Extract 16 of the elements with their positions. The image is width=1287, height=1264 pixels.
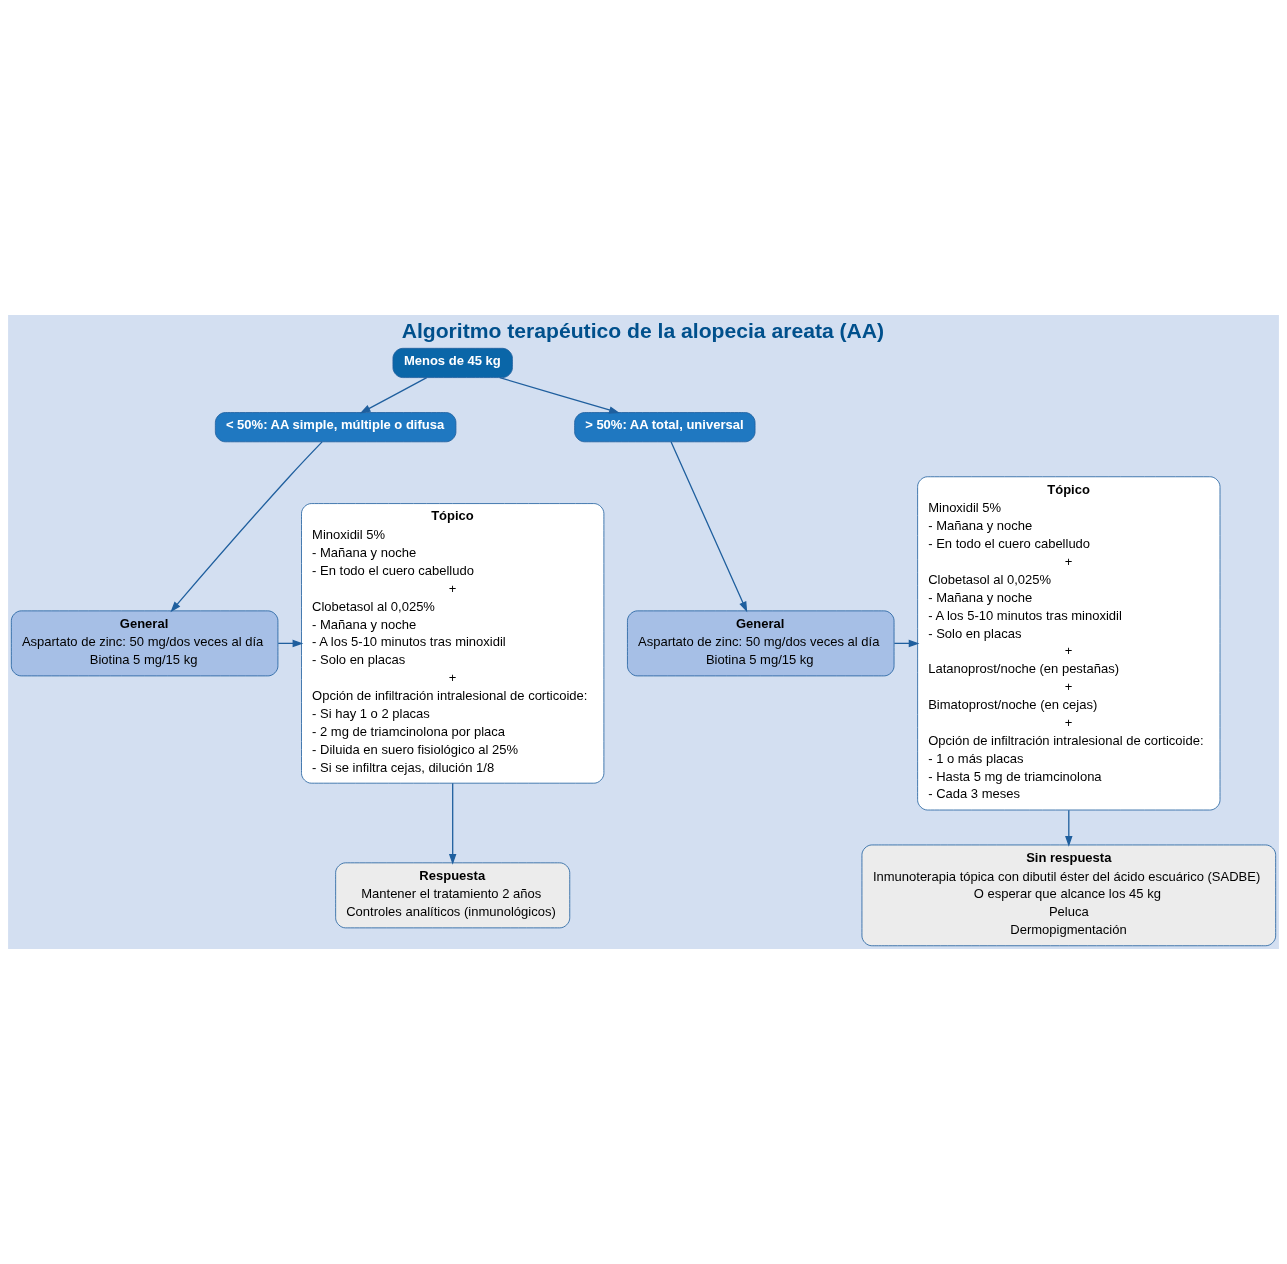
node-box: Tópico Minoxidil 5% - Mañana y noche - En todo el cuero cabelludo + Clobetasol al 0,025% - Mañana y noche - A los 5-10 minutos tras minoxidil - Solo en placas + Latanoprost/noche (en pestañas) + Bimatoprost/noche (en cejas) + Opción de infiltración intralesional de corticoide: - 1 o más placas - Hasta 5 mg de triamcinolona - Cada 3 meses bbox=[917, 476, 1221, 811]
node-box: General Aspartato de zinc: 50 mg/dos veces al día Biotina 5 mg/15 kg bbox=[10, 610, 279, 677]
arrow bbox=[1065, 809, 1073, 847]
arrow bbox=[670, 441, 748, 613]
diagram-title: Algoritmo terapéutico de la alopecia areata (AA) bbox=[401, 318, 885, 342]
node-box: Tópico Minoxidil 5% - Mañana y noche - En todo el cuero cabelludo + Clobetasol al 0,025% - Mañana y noche - A los 5-10 minutos tras minoxidil - Solo en placas + Opción de infiltración intralesional de corticoide: - Si hay 1 o 2 placas - 2 mg de triamcinolona por placa - Diluida en suero fisiológico al 25% - Si se infiltra cejas, dilución 1/8 bbox=[301, 503, 605, 784]
node-box: Sin respuesta Inmunoterapia tópica con dibutil éster del ácido escuárico (SADBE) O esperar que alcance los 45 kg Peluca Dermopigmentación bbox=[861, 844, 1277, 947]
node-box: Respuesta Mantener el tratamiento 2 años Controles analíticos (inmunológicos) bbox=[335, 862, 571, 929]
arrow bbox=[448, 782, 457, 865]
node-box: General Aspartato de zinc: 50 mg/dos veces al día Biotina 5 mg/15 kg bbox=[627, 610, 895, 677]
node-box: Menos de 45 kg bbox=[392, 347, 513, 378]
arrow bbox=[499, 377, 620, 414]
node-box: > 50%: AA total, universal bbox=[574, 412, 756, 443]
arrow bbox=[359, 377, 428, 414]
node-box: < 50%: AA simple, múltiple o difusa bbox=[214, 412, 457, 443]
arrow bbox=[170, 441, 323, 613]
